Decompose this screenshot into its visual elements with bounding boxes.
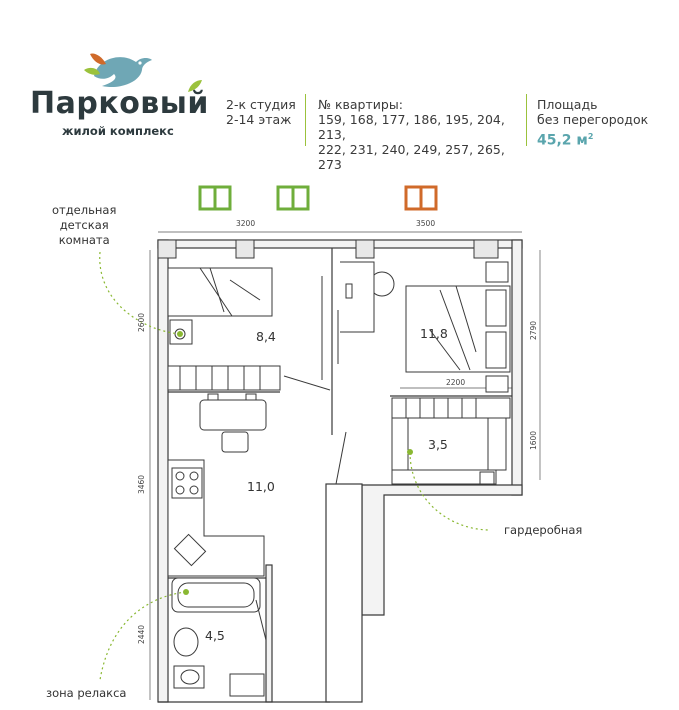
divider: [526, 94, 527, 146]
area-title: без перегородок: [537, 112, 649, 127]
dim-left-lower: 2440: [137, 624, 147, 645]
dim-wardrobe-width: 2200: [446, 378, 466, 387]
room-area-kids: 8,4: [256, 329, 276, 344]
dim-right-lower: 1600: [529, 430, 539, 451]
flat-numbers: № квартиры: 159, 168, 177, 186, 195, 204…: [318, 97, 528, 172]
callout-wardrobe: гардеробная: [504, 523, 583, 537]
dim-left-middle: 3460: [137, 474, 147, 495]
window-icon: [404, 185, 438, 211]
dining-table-icon: [199, 393, 267, 453]
bird-logo-icon: [84, 53, 152, 88]
header: Парковый жилой комплекс 2-к студия 2-14 …: [0, 0, 679, 172]
floor-plan: [99, 185, 541, 703]
room-area-wardrobe: 3,5: [428, 437, 448, 452]
apartment-type: 2-к студия 2-14 этаж: [226, 97, 296, 127]
area-value: 45,2 м2: [537, 129, 648, 149]
wardrobe-shelves: [391, 397, 511, 485]
type-label: 2-к студия: [226, 97, 296, 112]
area-title: Площадь: [537, 97, 598, 112]
callout-line: детская: [59, 218, 109, 232]
dim-top-left: 3200: [236, 219, 256, 228]
area-block: Площадь без перегородок 45,2 м2: [537, 97, 648, 149]
flats-title: № квартиры:: [318, 97, 403, 112]
leaf-icon: [188, 80, 202, 92]
doors: [255, 276, 347, 641]
dim-right-upper: 2790: [529, 320, 539, 341]
area-number: 45,2 м: [537, 132, 588, 149]
dim-top-right: 3500: [416, 219, 436, 228]
bathroom-fixtures: [171, 577, 265, 697]
floor-label: 2-14 этаж: [226, 112, 292, 127]
callout-kids-room: отдельная детская комната: [52, 203, 116, 248]
area-unit: 2: [587, 132, 594, 141]
flats-line: 222, 231, 240, 249, 257, 265, 273: [318, 142, 505, 172]
room-area-bath: 4,5: [205, 628, 225, 643]
callout-line: отдельная: [52, 203, 117, 217]
dim-left-upper: 2600: [137, 312, 147, 333]
brand-name: Парковый: [30, 86, 209, 121]
kids-bed-icon: [167, 267, 281, 391]
flats-line: 159, 168, 177, 186, 195, 204, 213,: [318, 112, 505, 142]
window-icon: [198, 185, 310, 211]
pillars: [157, 239, 499, 259]
room-area-kitchen: 11,0: [247, 479, 275, 494]
divider: [305, 94, 306, 146]
callout-relax: зона релакса: [46, 686, 127, 700]
callout-lines: [99, 251, 491, 681]
bedroom-bed-icon: [340, 261, 511, 393]
room-area-bedroom: 11,8: [420, 326, 448, 341]
kitchen-counter: [167, 459, 265, 577]
callout-line: комната: [58, 233, 110, 247]
brand-subtitle: жилой комплекс: [62, 124, 174, 138]
